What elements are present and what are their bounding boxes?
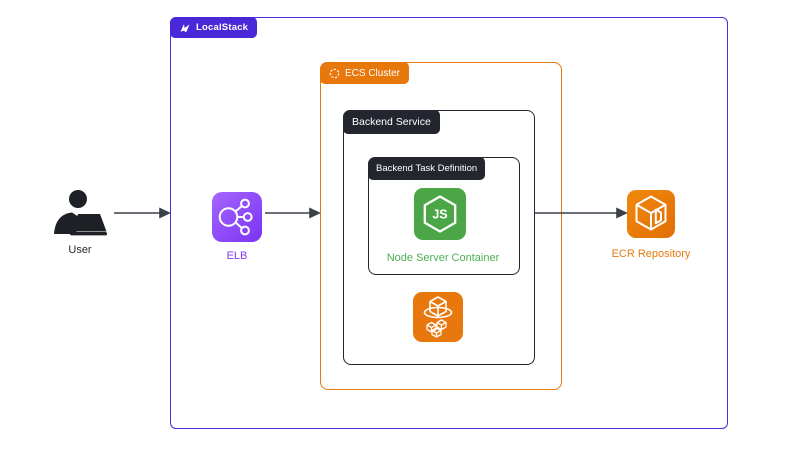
elb-icon [212, 192, 262, 242]
ecr-repository-icon [627, 190, 675, 238]
localstack-boundary-box [170, 17, 728, 429]
ecs-cluster-label: ECS Cluster [345, 67, 401, 79]
localstack-badge: LocalStack [170, 17, 258, 38]
ecr-repository-label: ECR Repository [611, 248, 691, 260]
ecs-cluster-icon [329, 68, 340, 79]
task-definition-label: Backend Task Definition [376, 163, 478, 174]
user-icon [52, 190, 108, 236]
localstack-label: LocalStack [196, 22, 249, 33]
ecs-cluster-badge: ECS Cluster [320, 62, 410, 84]
ecs-cluster-box [320, 62, 562, 390]
node-container-label: Node Server Container [386, 252, 500, 264]
backend-service-box [343, 110, 535, 365]
arrow-user-to-localstack [114, 207, 171, 219]
localstack-logo-icon [179, 22, 191, 34]
user-label: User [68, 244, 92, 256]
backend-service-badge: Backend Service [343, 110, 440, 134]
ecs-service-icon [413, 292, 463, 342]
node-js-icon: JS [414, 188, 466, 240]
elb-label: ELB [226, 250, 248, 262]
backend-service-label: Backend Service [352, 116, 431, 128]
node-js-icon-text: JS [432, 208, 447, 222]
task-definition-badge: Backend Task Definition [368, 157, 486, 180]
